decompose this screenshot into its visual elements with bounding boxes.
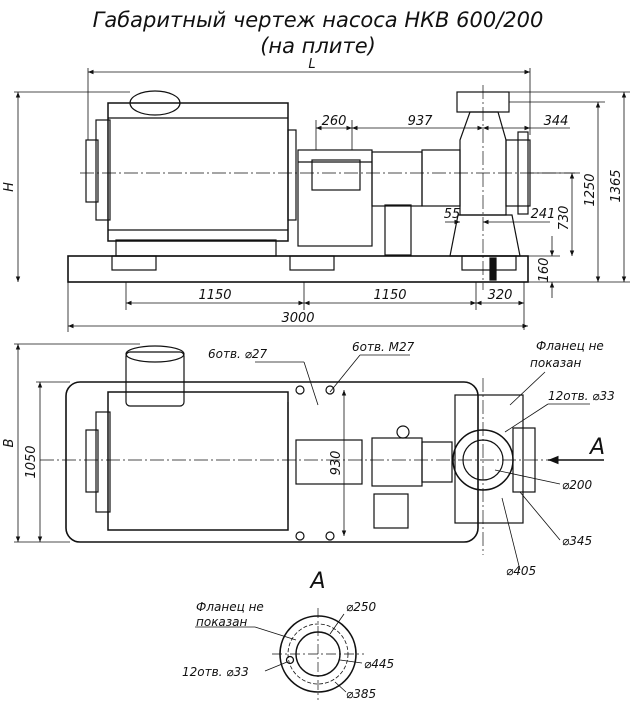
dim-1150-right: 1150 <box>373 288 406 303</box>
dim-1150-left: 1150 <box>198 288 231 303</box>
dim-1365: 1365 <box>609 169 624 202</box>
drawing-subtitle: (на плите) <box>260 34 376 58</box>
dim-730: 730 <box>557 206 572 231</box>
motor-body <box>107 102 289 242</box>
plan-view <box>40 345 604 555</box>
dim-55: 55 <box>444 207 461 222</box>
dim-1250: 1250 <box>583 173 598 206</box>
dim-344: 344 <box>544 114 569 129</box>
side-view-dimensions <box>14 68 630 332</box>
dim-B: B <box>2 438 17 447</box>
motor-end-cover <box>95 119 111 221</box>
plan-bearing <box>371 437 423 487</box>
plan-motor-body <box>107 391 289 531</box>
view-a-flange-line2: показан <box>196 615 248 629</box>
foot-1 <box>111 255 157 271</box>
dim-937: 937 <box>408 114 434 129</box>
view-a-d250: ⌀250 <box>346 600 376 614</box>
dim-d405: ⌀405 <box>506 564 536 578</box>
coupling-guard <box>297 149 373 247</box>
note-flange-line1: Фланец не <box>536 339 604 353</box>
view-a-label: А <box>308 569 325 594</box>
dim-3000: 3000 <box>281 311 314 326</box>
anchor-bolt <box>489 257 497 281</box>
view-a-d445: ⌀445 <box>364 657 394 671</box>
bearing-pedestal <box>384 204 412 256</box>
dim-d200: ⌀200 <box>562 478 592 492</box>
bearing-housing <box>371 151 423 207</box>
note-holes-M27: 6отв. М27 <box>352 340 415 354</box>
view-a-flange <box>195 608 364 700</box>
dim-1050: 1050 <box>24 445 39 478</box>
dim-260: 260 <box>322 114 347 129</box>
pump-support <box>449 214 521 257</box>
plan-pump-housing <box>454 394 524 524</box>
dim-930: 930 <box>329 451 344 476</box>
view-a-flange-line1: Фланец не <box>196 600 264 614</box>
view-a-labels: Фланец не показан ⌀250 ⌀445 ⌀385 12отв. … <box>182 600 394 701</box>
plan-coupling <box>295 439 363 485</box>
dim-d345: ⌀345 <box>562 534 592 548</box>
foot-2 <box>289 255 335 271</box>
plan-bearing-knob <box>396 425 410 439</box>
motor-end-flange <box>85 139 99 203</box>
dim-160: 160 <box>537 258 552 283</box>
motor-front-flange <box>287 129 297 221</box>
note-holes-33: 12отв. ⌀33 <box>548 389 615 403</box>
arrow-label-A: А <box>588 435 605 460</box>
note-flange-line2: показан <box>530 356 582 370</box>
motor-feet <box>115 239 277 257</box>
dim-241: 241 <box>531 207 556 222</box>
view-a-bolt-hole <box>285 655 295 665</box>
side-view <box>67 85 575 290</box>
coupling <box>311 159 361 191</box>
plan-view-dimensions <box>14 343 590 571</box>
dim-320: 320 <box>488 288 513 303</box>
side-view-dim-labels: L H 260 937 344 55 241 730 1250 1365 160… <box>2 57 624 326</box>
dim-L: L <box>308 57 315 72</box>
foot-3 <box>461 255 517 271</box>
drawing-title: Габаритный чертеж насоса НКВ 600/200 <box>93 8 544 32</box>
plan-base-plate <box>65 381 479 543</box>
plan-view-labels: B 1050 930 6отв. ⌀27 6отв. М27 Фланец не… <box>2 339 615 578</box>
shaft-seal <box>421 149 461 207</box>
plan-fan-cap <box>125 351 185 407</box>
plan-nameplate <box>373 493 409 529</box>
note-holes-27: 6отв. ⌀27 <box>208 347 268 361</box>
view-a-holes-33: 12отв. ⌀33 <box>182 665 249 679</box>
dim-H: H <box>2 182 17 192</box>
base-plate <box>67 255 529 283</box>
view-a-d385: ⌀385 <box>346 687 376 701</box>
